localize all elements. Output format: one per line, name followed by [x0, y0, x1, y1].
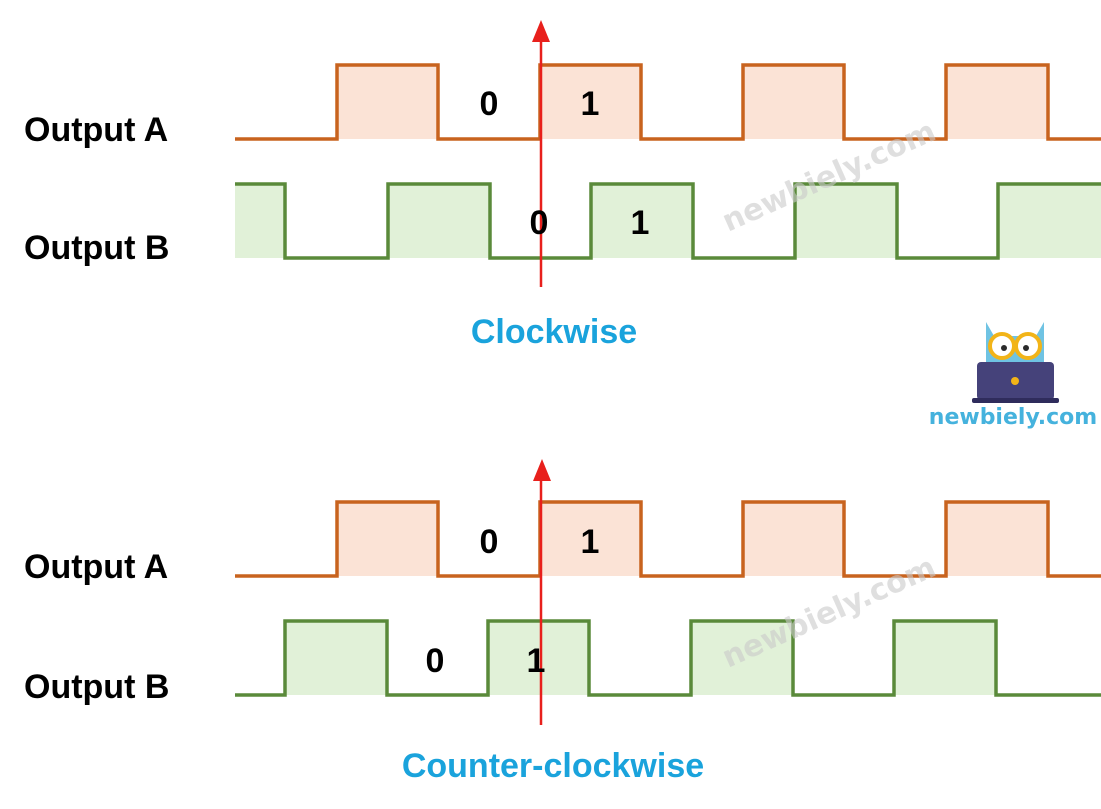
- output-a-signal-line: [235, 63, 1101, 141]
- output-b-label: Output B: [24, 668, 169, 706]
- output-b-state-after: 1: [527, 642, 546, 680]
- output-a-state-before: 0: [480, 85, 499, 123]
- output-a-waveform-2: [235, 500, 1101, 578]
- owl-with-laptop-icon: [972, 322, 1059, 403]
- output-b-pulse: [591, 184, 693, 258]
- output-b-pulse: [388, 184, 490, 258]
- output-a-label: Output A: [24, 111, 168, 149]
- output-a-pulse: [946, 502, 1048, 576]
- output-a-pulse: [337, 65, 438, 139]
- output-b-signal-line: [235, 619, 1101, 697]
- caption-clockwise: Clockwise: [471, 313, 637, 351]
- arrow-up-icon: [532, 20, 550, 42]
- output-b-state-before: 0: [426, 642, 445, 680]
- output-b-pulse: [235, 184, 285, 258]
- reference-arrow-1: [532, 20, 550, 287]
- output-b-pulse: [285, 621, 387, 695]
- clockwise-diagram: Output A Output B 0 1 0 1 Clockwise: [24, 20, 1101, 351]
- output-b-state-before: 0: [530, 204, 549, 242]
- output-a-pulse: [337, 502, 438, 576]
- output-b-state-after: 1: [631, 204, 650, 242]
- output-b-pulse: [795, 184, 897, 258]
- output-a-state-after: 1: [581, 85, 600, 123]
- output-b-pulse: [691, 621, 793, 695]
- output-a-waveform-1: [235, 63, 1101, 141]
- output-b-signal-line: [235, 182, 1101, 260]
- reference-arrow-2: [533, 459, 551, 725]
- output-a-label: Output A: [24, 548, 168, 586]
- output-a-pulse: [540, 65, 641, 139]
- output-a-pulse: [946, 65, 1048, 139]
- logo-text: newbiely.com: [929, 405, 1097, 430]
- output-a-pulse: [743, 502, 844, 576]
- output-b-label: Output B: [24, 229, 169, 267]
- output-a-state-after: 1: [581, 523, 600, 561]
- output-b-pulse: [894, 621, 996, 695]
- output-a-pulse: [540, 502, 641, 576]
- output-a-pulse: [743, 65, 844, 139]
- newbiely-logo: newbiely.com: [929, 322, 1097, 430]
- arrow-up-icon: [533, 459, 551, 481]
- output-b-pulse: [998, 184, 1101, 258]
- counter-clockwise-diagram: Output A Output B 0 1 0 1 Counter-clockw…: [24, 459, 1101, 785]
- output-b-pulse: [488, 621, 589, 695]
- output-a-signal-line: [235, 500, 1101, 578]
- caption-counter-clockwise: Counter-clockwise: [402, 747, 704, 785]
- output-b-waveform-1: [235, 182, 1101, 260]
- output-a-state-before: 0: [480, 523, 499, 561]
- output-b-waveform-2: [235, 619, 1101, 697]
